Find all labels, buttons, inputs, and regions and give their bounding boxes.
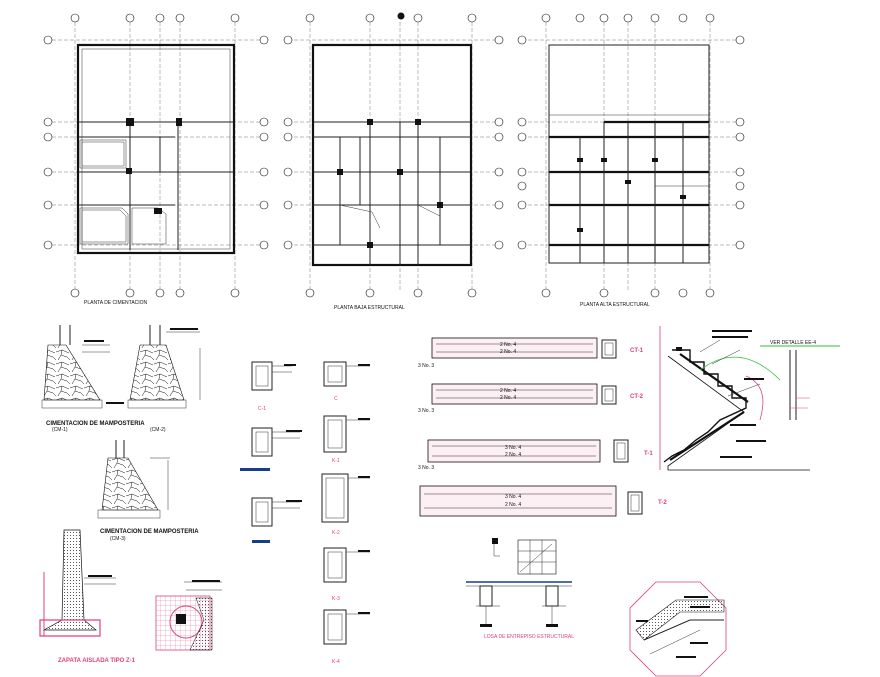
- svg-text:3 No. 3: 3 No. 3: [418, 408, 434, 414]
- stair-detail-tag: VER DETALLE EE-4: [770, 340, 816, 346]
- stair-section-detail: VER DETALLE EE-4: [659, 326, 840, 471]
- stair-connection-detail: [629, 581, 727, 677]
- beam-t1-label: T-1: [644, 451, 653, 457]
- slab-detail-title: LOSA DE ENTREPISO ESTRUCTURAL: [484, 634, 574, 640]
- foundation-plan-title: PLANTA DE CIMENTACION: [84, 300, 148, 306]
- column-k4-label: K-4: [332, 659, 340, 665]
- column-k4: K-4: [323, 609, 370, 665]
- masonry-foundation-title-1: CIMENTACION DE MAMPOSTERIA: [46, 421, 145, 427]
- beam-t1: 3 No. 4 2 No. 4 3 No. 3 T-1: [418, 439, 653, 471]
- upper-floor-structural-plan: PLANTA ALTA ESTRUCTURAL: [517, 13, 745, 308]
- column-section-2: [240, 427, 302, 471]
- column-k1: K-1: [323, 415, 370, 464]
- ground-floor-structural-plan: PLANTA BAJA ESTRUCTURAL: [283, 12, 504, 311]
- slab-detail: LOSA DE ENTREPISO ESTRUCTURAL: [466, 538, 574, 640]
- column-k3: K-3: [323, 547, 370, 602]
- beam-details: 2 No. 4 2 No. 4 3 No. 3 CT-1 2 No. 4 2 N…: [418, 337, 667, 517]
- beam-t2-label: T-2: [658, 500, 667, 506]
- svg-text:2 No. 4: 2 No. 4: [505, 502, 521, 508]
- beam-ct2: 2 No. 4 2 No. 4 3 No. 3 CT-2: [418, 383, 644, 414]
- beam-ct2-label: CT-2: [630, 394, 644, 400]
- svg-text:3 No. 4: 3 No. 4: [505, 494, 521, 500]
- svg-text:3 No. 3: 3 No. 3: [418, 465, 434, 471]
- tag-cm-2: (CM-2): [150, 427, 166, 433]
- svg-text:2 No. 4: 2 No. 4: [505, 452, 521, 458]
- svg-text:2 No. 4: 2 No. 4: [500, 395, 516, 401]
- zapata-title: ZAPATA AISLADA TIPO Z-1: [58, 658, 136, 664]
- column-c-label: C: [334, 396, 338, 402]
- column-c: C: [323, 361, 370, 402]
- foundation-plan: PLANTA DE CIMENTACION: [43, 13, 269, 306]
- column-section-3: [251, 497, 302, 543]
- column-k3-label: K-3: [332, 596, 340, 602]
- beam-ct1: 2 No. 4 2 No. 4 3 No. 3 CT-1: [418, 337, 644, 369]
- column-sections: C-1 C K-1: [240, 361, 370, 665]
- column-k2-label: K-2: [332, 530, 340, 536]
- svg-text:3 No. 3: 3 No. 3: [418, 363, 434, 369]
- masonry-foundation-title-2: CIMENTACION DE MAMPOSTERIA: [100, 529, 199, 535]
- svg-text:2 No. 4: 2 No. 4: [500, 388, 516, 394]
- tag-cm-1: (CM-1): [52, 427, 68, 433]
- column-k1-label: K-1: [332, 458, 340, 464]
- svg-text:2 No. 4: 2 No. 4: [500, 342, 516, 348]
- masonry-foundation-details: CIMENTACION DE MAMPOSTERIA (CM-1) (CM-2)…: [41, 325, 201, 542]
- tag-cm-3: (CM-3): [110, 536, 126, 542]
- ground-floor-plan-title: PLANTA BAJA ESTRUCTURAL: [334, 305, 405, 311]
- svg-text:3 No. 4: 3 No. 4: [505, 445, 521, 451]
- column-k2: K-2: [321, 473, 370, 536]
- beam-t2: 3 No. 4 2 No. 4 T-2: [419, 485, 667, 517]
- beam-ct1-label: CT-1: [630, 348, 644, 354]
- isolated-footing-z1: ZAPATA AISLADA TIPO Z-1: [39, 529, 222, 664]
- column-c1: C-1: [251, 361, 296, 412]
- svg-text:2 No. 4: 2 No. 4: [500, 349, 516, 355]
- column-c1-label: C-1: [258, 406, 266, 412]
- upper-floor-plan-title: PLANTA ALTA ESTRUCTURAL: [580, 302, 650, 308]
